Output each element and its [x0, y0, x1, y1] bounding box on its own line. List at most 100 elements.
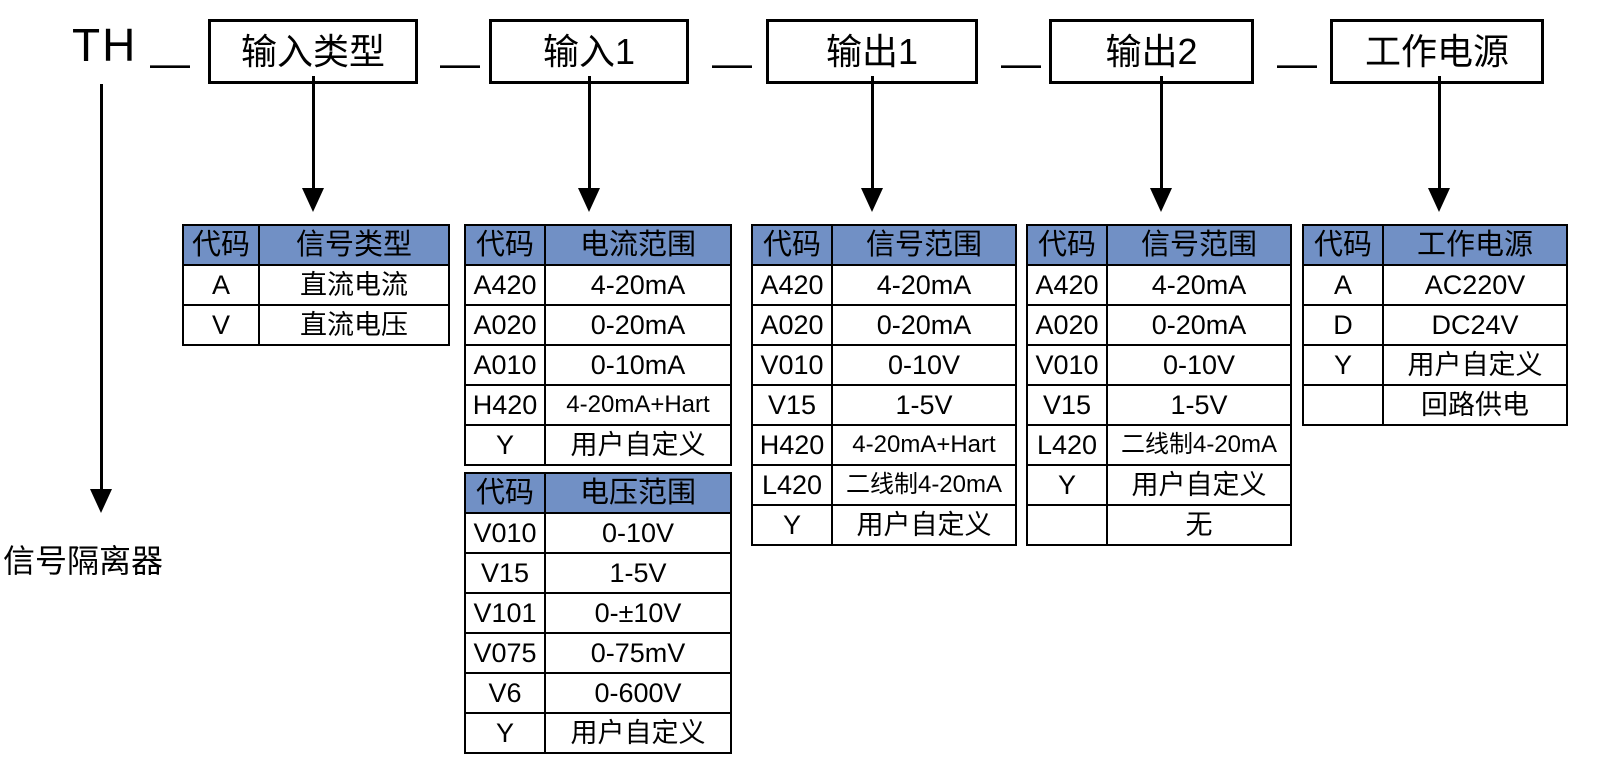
code-box-output1[interactable]: 输出1 — [766, 19, 978, 84]
model-prefix: TH — [72, 19, 138, 71]
cell-value: 直流电流 — [258, 264, 450, 306]
table-row[interactable]: 无 — [1026, 504, 1292, 546]
cell-value: 用户自定义 — [544, 424, 732, 466]
cell-value: 0-10V — [831, 344, 1017, 386]
cell-value: 0-75mV — [544, 632, 732, 674]
code-box-input-type[interactable]: 输入类型 — [208, 19, 418, 84]
code-box-input1[interactable]: 输入1 — [489, 19, 689, 84]
dash-separator-4: — — [1001, 42, 1041, 86]
cell-code: D — [1302, 304, 1384, 346]
column-header-value: 信号范围 — [1106, 224, 1292, 266]
cell-value: 用户自定义 — [831, 504, 1017, 546]
cell-value: 直流电压 — [258, 304, 450, 346]
column-header-code: 代码 — [182, 224, 260, 266]
cell-value: 1-5V — [544, 552, 732, 594]
table-header-row: 代码信号范围 — [1026, 224, 1292, 266]
cell-value: 0-20mA — [831, 304, 1017, 346]
code-box-output2[interactable]: 输出2 — [1049, 19, 1254, 84]
column-header-value: 电压范围 — [544, 472, 732, 514]
cell-code: V6 — [464, 672, 546, 714]
cell-code: A420 — [751, 264, 833, 306]
cell-code: A420 — [1026, 264, 1108, 306]
cell-code — [1026, 504, 1108, 546]
cell-value: 1-5V — [831, 384, 1017, 426]
model-code-row: TH — 输入类型 — 输入1 — 输出1 — 输出2 — 工作电源 — [0, 8, 1605, 98]
column-header-code: 代码 — [464, 472, 546, 514]
cell-code: V010 — [751, 344, 833, 386]
column-header-code: 代码 — [1302, 224, 1384, 266]
arrow-head-input1 — [578, 188, 600, 212]
connector-line-input-type — [312, 76, 315, 191]
table-row[interactable]: 回路供电 — [1302, 384, 1568, 426]
column-header-value: 工作电源 — [1382, 224, 1568, 266]
diagram-caption: 信号隔离器 — [3, 543, 164, 579]
cell-code: V — [182, 304, 260, 346]
connector-line-power-supply — [1438, 76, 1441, 191]
cell-code: L420 — [751, 464, 833, 506]
cell-code: A010 — [464, 344, 546, 386]
column-header-value: 信号范围 — [831, 224, 1017, 266]
cell-code: Y — [464, 712, 546, 754]
cell-code: A020 — [1026, 304, 1108, 346]
connector-line-input1 — [588, 76, 591, 191]
code-box-power-supply[interactable]: 工作电源 — [1330, 19, 1544, 84]
cell-value: DC24V — [1382, 304, 1568, 346]
column-header-code: 代码 — [1026, 224, 1108, 266]
cell-value: 0-10mA — [544, 344, 732, 386]
connector-line-output2 — [1160, 76, 1163, 191]
arrow-head-power-supply — [1428, 188, 1450, 212]
arrow-head-input-type — [302, 188, 324, 212]
cell-value: 0-10V — [544, 512, 732, 554]
cell-code: V15 — [1026, 384, 1108, 426]
cell-code: Y — [1026, 464, 1108, 506]
cell-code: A020 — [751, 304, 833, 346]
cell-value: 0-20mA — [1106, 304, 1292, 346]
cell-code: V101 — [464, 592, 546, 634]
cell-code: V075 — [464, 632, 546, 674]
cell-value: 无 — [1106, 504, 1292, 546]
cell-value: 回路供电 — [1382, 384, 1568, 426]
cell-code: A — [1302, 264, 1384, 306]
